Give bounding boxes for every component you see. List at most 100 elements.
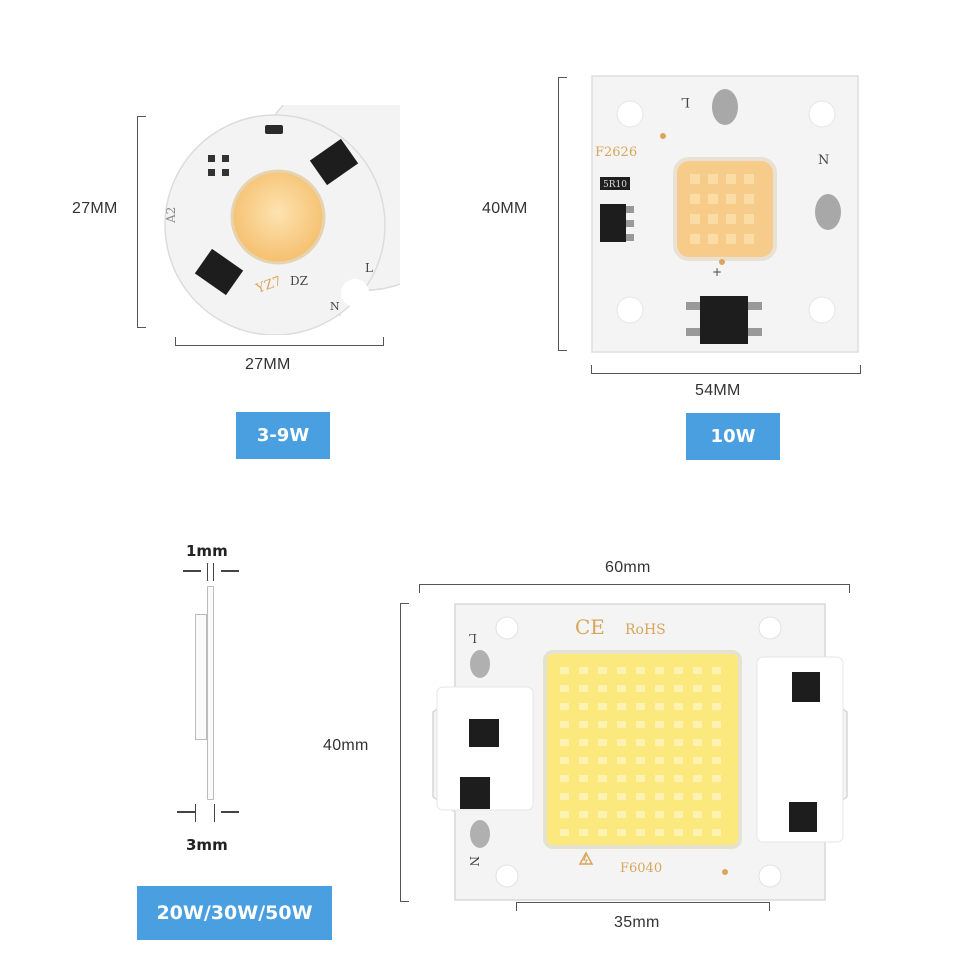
led-emitter (674, 829, 683, 836)
ic-chip-top-right (309, 138, 359, 186)
led-emitter (655, 667, 664, 674)
led-emitter (712, 685, 721, 692)
led-emitter (636, 811, 645, 818)
led-emitter (636, 721, 645, 728)
pcb-code-l: L (469, 631, 477, 645)
led-emitter (579, 793, 588, 800)
led-emitter (655, 793, 664, 800)
led-emitter (560, 667, 569, 674)
led-emitter (598, 811, 607, 818)
led-emitter (579, 685, 588, 692)
led-emitter (560, 829, 569, 836)
led-emitter (560, 757, 569, 764)
led-emitter (560, 739, 569, 746)
led-emitter (598, 793, 607, 800)
led-emitter (655, 685, 664, 692)
small-module-width-label: 27MM (245, 356, 291, 373)
led-emitter (617, 811, 626, 818)
led-emitter (693, 703, 702, 710)
pcb-code-n: N (818, 153, 829, 168)
led-emitter (712, 775, 721, 782)
led-emitter (693, 829, 702, 836)
led-emitter (636, 829, 645, 836)
led-emitter (655, 811, 664, 818)
led-emitter (617, 739, 626, 746)
pcb-code-plus: + (712, 265, 722, 279)
pcb-code-a2: A2 (164, 207, 178, 224)
led-emitter (674, 793, 683, 800)
led-emitter (579, 739, 588, 746)
thickness-top-label: 1mm (186, 542, 228, 560)
medium-module-width-label: 54MM (695, 382, 741, 399)
led-emitter (579, 829, 588, 836)
large-module-height-label: 40mm (323, 737, 369, 754)
led-emitter (693, 721, 702, 728)
led-emitter (617, 703, 626, 710)
led-emitter (712, 793, 721, 800)
led-emitter (598, 667, 607, 674)
led-emitter (636, 703, 645, 710)
ic-chip-bottom-left (194, 248, 244, 296)
led-emitter (579, 721, 588, 728)
rohs-mark: RoHS (625, 622, 666, 638)
led-emitter (598, 775, 607, 782)
pcb-code-n: N (467, 856, 481, 867)
led-emitter (693, 775, 702, 782)
large-module-wattage-badge: 20W/30W/50W (137, 886, 332, 940)
led-emitter (579, 667, 588, 674)
led-emitter (579, 703, 588, 710)
resistor-code: 5R10 (603, 180, 627, 190)
led-emitter (617, 829, 626, 836)
led-emitter (655, 703, 664, 710)
pcb-code-n: N (330, 300, 340, 313)
led-emitter (636, 667, 645, 674)
led-emitter (598, 703, 607, 710)
led-emitter (655, 757, 664, 764)
led-emitter (598, 739, 607, 746)
cool-led-chip (543, 650, 742, 849)
ce-mark: CE (575, 615, 605, 639)
large-rectangular-cob-module: CE RoHS F6040 L N (432, 603, 848, 901)
led-emitter (674, 721, 683, 728)
led-emitter (674, 703, 683, 710)
pcb-code-dz: DZ (290, 274, 308, 288)
led-emitter (655, 829, 664, 836)
medium-square-cob-module: 5R10 F2626 L N + (591, 75, 859, 353)
led-emitter (674, 775, 683, 782)
led-emitter (598, 757, 607, 764)
led-emitter (560, 703, 569, 710)
small-module-wattage-badge: 3-9W (236, 412, 330, 459)
led-emitter (636, 685, 645, 692)
led-emitter (617, 775, 626, 782)
led-emitter (560, 811, 569, 818)
led-emitter (674, 739, 683, 746)
led-emitter (598, 685, 607, 692)
led-emitter (579, 757, 588, 764)
led-emitter (712, 757, 721, 764)
small-round-cob-module: A2 YZ7 DZ L N (164, 105, 400, 335)
led-emitter (674, 685, 683, 692)
led-emitter (712, 667, 721, 674)
large-module-width-label: 60mm (605, 559, 651, 576)
led-emitter (693, 739, 702, 746)
led-emitter (636, 775, 645, 782)
led-emitter (693, 793, 702, 800)
led-emitter (636, 757, 645, 764)
led-emitter (636, 793, 645, 800)
led-emitter (712, 739, 721, 746)
led-emitter (693, 685, 702, 692)
thickness-bottom-label: 3mm (186, 836, 228, 854)
led-emitter (598, 829, 607, 836)
led-emitter (712, 721, 721, 728)
led-emitter (712, 703, 721, 710)
led-emitter (693, 757, 702, 764)
led-emitter (636, 739, 645, 746)
led-emitter (617, 757, 626, 764)
led-emitter (674, 811, 683, 818)
led-emitter (598, 721, 607, 728)
led-emitter (655, 721, 664, 728)
led-emitter (579, 775, 588, 782)
led-emitter (560, 685, 569, 692)
led-emitter (712, 811, 721, 818)
led-emitter (693, 667, 702, 674)
